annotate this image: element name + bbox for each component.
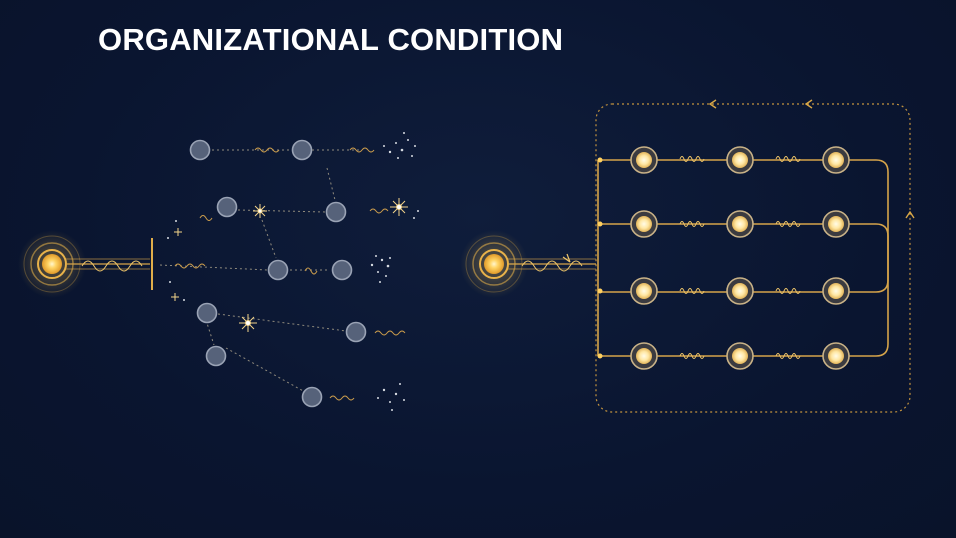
left-beam xyxy=(66,258,150,272)
row-wiggles xyxy=(679,156,801,359)
node xyxy=(205,345,227,367)
left-wiggles xyxy=(174,147,406,401)
row-connections xyxy=(597,159,889,357)
spark-burst xyxy=(253,204,267,218)
node xyxy=(196,302,218,324)
entry-dots xyxy=(597,157,603,359)
node-row xyxy=(630,146,850,174)
node xyxy=(325,201,347,223)
node xyxy=(301,386,323,408)
node-row xyxy=(630,342,850,370)
node xyxy=(189,139,211,161)
node xyxy=(267,259,289,281)
right-diagram xyxy=(460,99,915,413)
node-row xyxy=(630,277,850,305)
spark-burst xyxy=(171,293,179,301)
left-diagram xyxy=(18,132,419,411)
node xyxy=(331,259,353,281)
left-connections xyxy=(159,149,360,393)
node xyxy=(216,196,238,218)
dot-clusters xyxy=(167,132,419,411)
page-title: ORGANIZATIONAL CONDITION xyxy=(98,22,564,57)
left-nodes xyxy=(189,139,367,408)
right-nodes xyxy=(630,146,850,370)
spark-bursts xyxy=(171,198,408,332)
node xyxy=(345,321,367,343)
spark-burst xyxy=(239,314,257,332)
outer-loop xyxy=(595,103,911,413)
node xyxy=(291,139,313,161)
spark-burst xyxy=(174,228,182,236)
node-row xyxy=(630,210,850,238)
right-light-source xyxy=(460,230,528,298)
loop-arrows xyxy=(708,99,915,219)
spark-burst xyxy=(390,198,408,216)
